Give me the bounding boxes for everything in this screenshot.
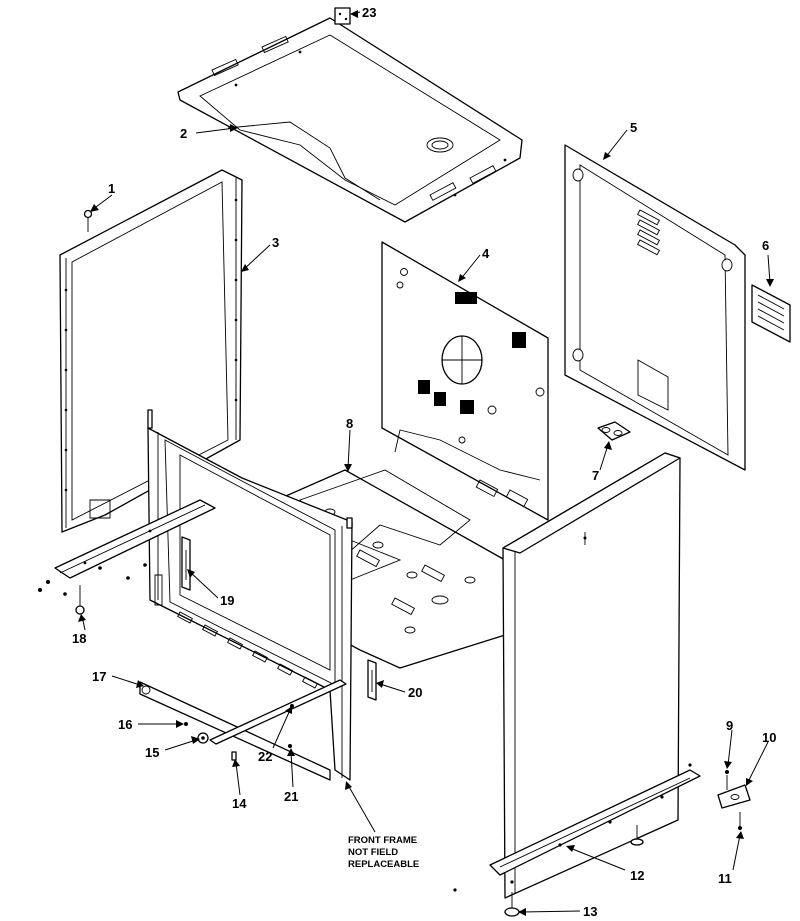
right-base-rail (453, 763, 701, 892)
callout-22: 22 (258, 749, 272, 764)
callout-12: 12 (630, 868, 644, 883)
callout-5: 5 (630, 120, 637, 135)
left-rail (38, 499, 216, 615)
callout-7: 7 (592, 468, 599, 483)
callout-14: 14 (232, 796, 247, 811)
callout-21: 21 (284, 789, 298, 804)
screw (83, 209, 93, 232)
callout-18: 18 (72, 631, 86, 646)
callout-2: 2 (180, 126, 187, 141)
callout-labels: 23 2 1 3 4 5 6 7 8 9 10 11 12 13 14 15 1… (72, 5, 776, 919)
callout-10: 10 (762, 730, 776, 745)
front-frame-note: FRONT FRAME NOT FIELD REPLACEABLE (348, 835, 419, 870)
callout-16: 16 (118, 717, 132, 732)
callout-15: 15 (145, 745, 159, 760)
callout-3: 3 (272, 235, 279, 250)
anti-tip-bracket (717, 784, 751, 809)
grommet (597, 421, 631, 441)
callout-9: 9 (726, 718, 733, 733)
note-line-2: NOT FIELD (348, 847, 398, 858)
leader-lines (78, 10, 774, 916)
hinge-bracket-left (181, 536, 191, 591)
callout-13: 13 (583, 904, 597, 919)
top-panel (177, 17, 523, 223)
callout-6: 6 (762, 238, 769, 253)
left-side-panel (59, 169, 243, 533)
bracket-screws (725, 770, 742, 830)
callout-20: 20 (408, 685, 422, 700)
note-line-1: FRONT FRAME (348, 835, 417, 846)
rear-panel (564, 144, 746, 471)
callout-4: 4 (482, 246, 490, 261)
callout-17: 17 (92, 669, 106, 684)
hinge-bracket-right (367, 659, 377, 701)
callout-11: 11 (718, 871, 732, 886)
rear-inner-panel (381, 241, 549, 521)
callout-19: 19 (220, 593, 234, 608)
callout-8: 8 (346, 416, 353, 431)
vent-grille (751, 284, 791, 343)
note-line-3: REPLACEABLE (348, 859, 419, 870)
door-strip (209, 679, 347, 745)
callout-23: 23 (362, 5, 376, 20)
callout-1: 1 (108, 181, 115, 196)
top-clip (334, 7, 351, 25)
right-side-panel (502, 452, 681, 899)
